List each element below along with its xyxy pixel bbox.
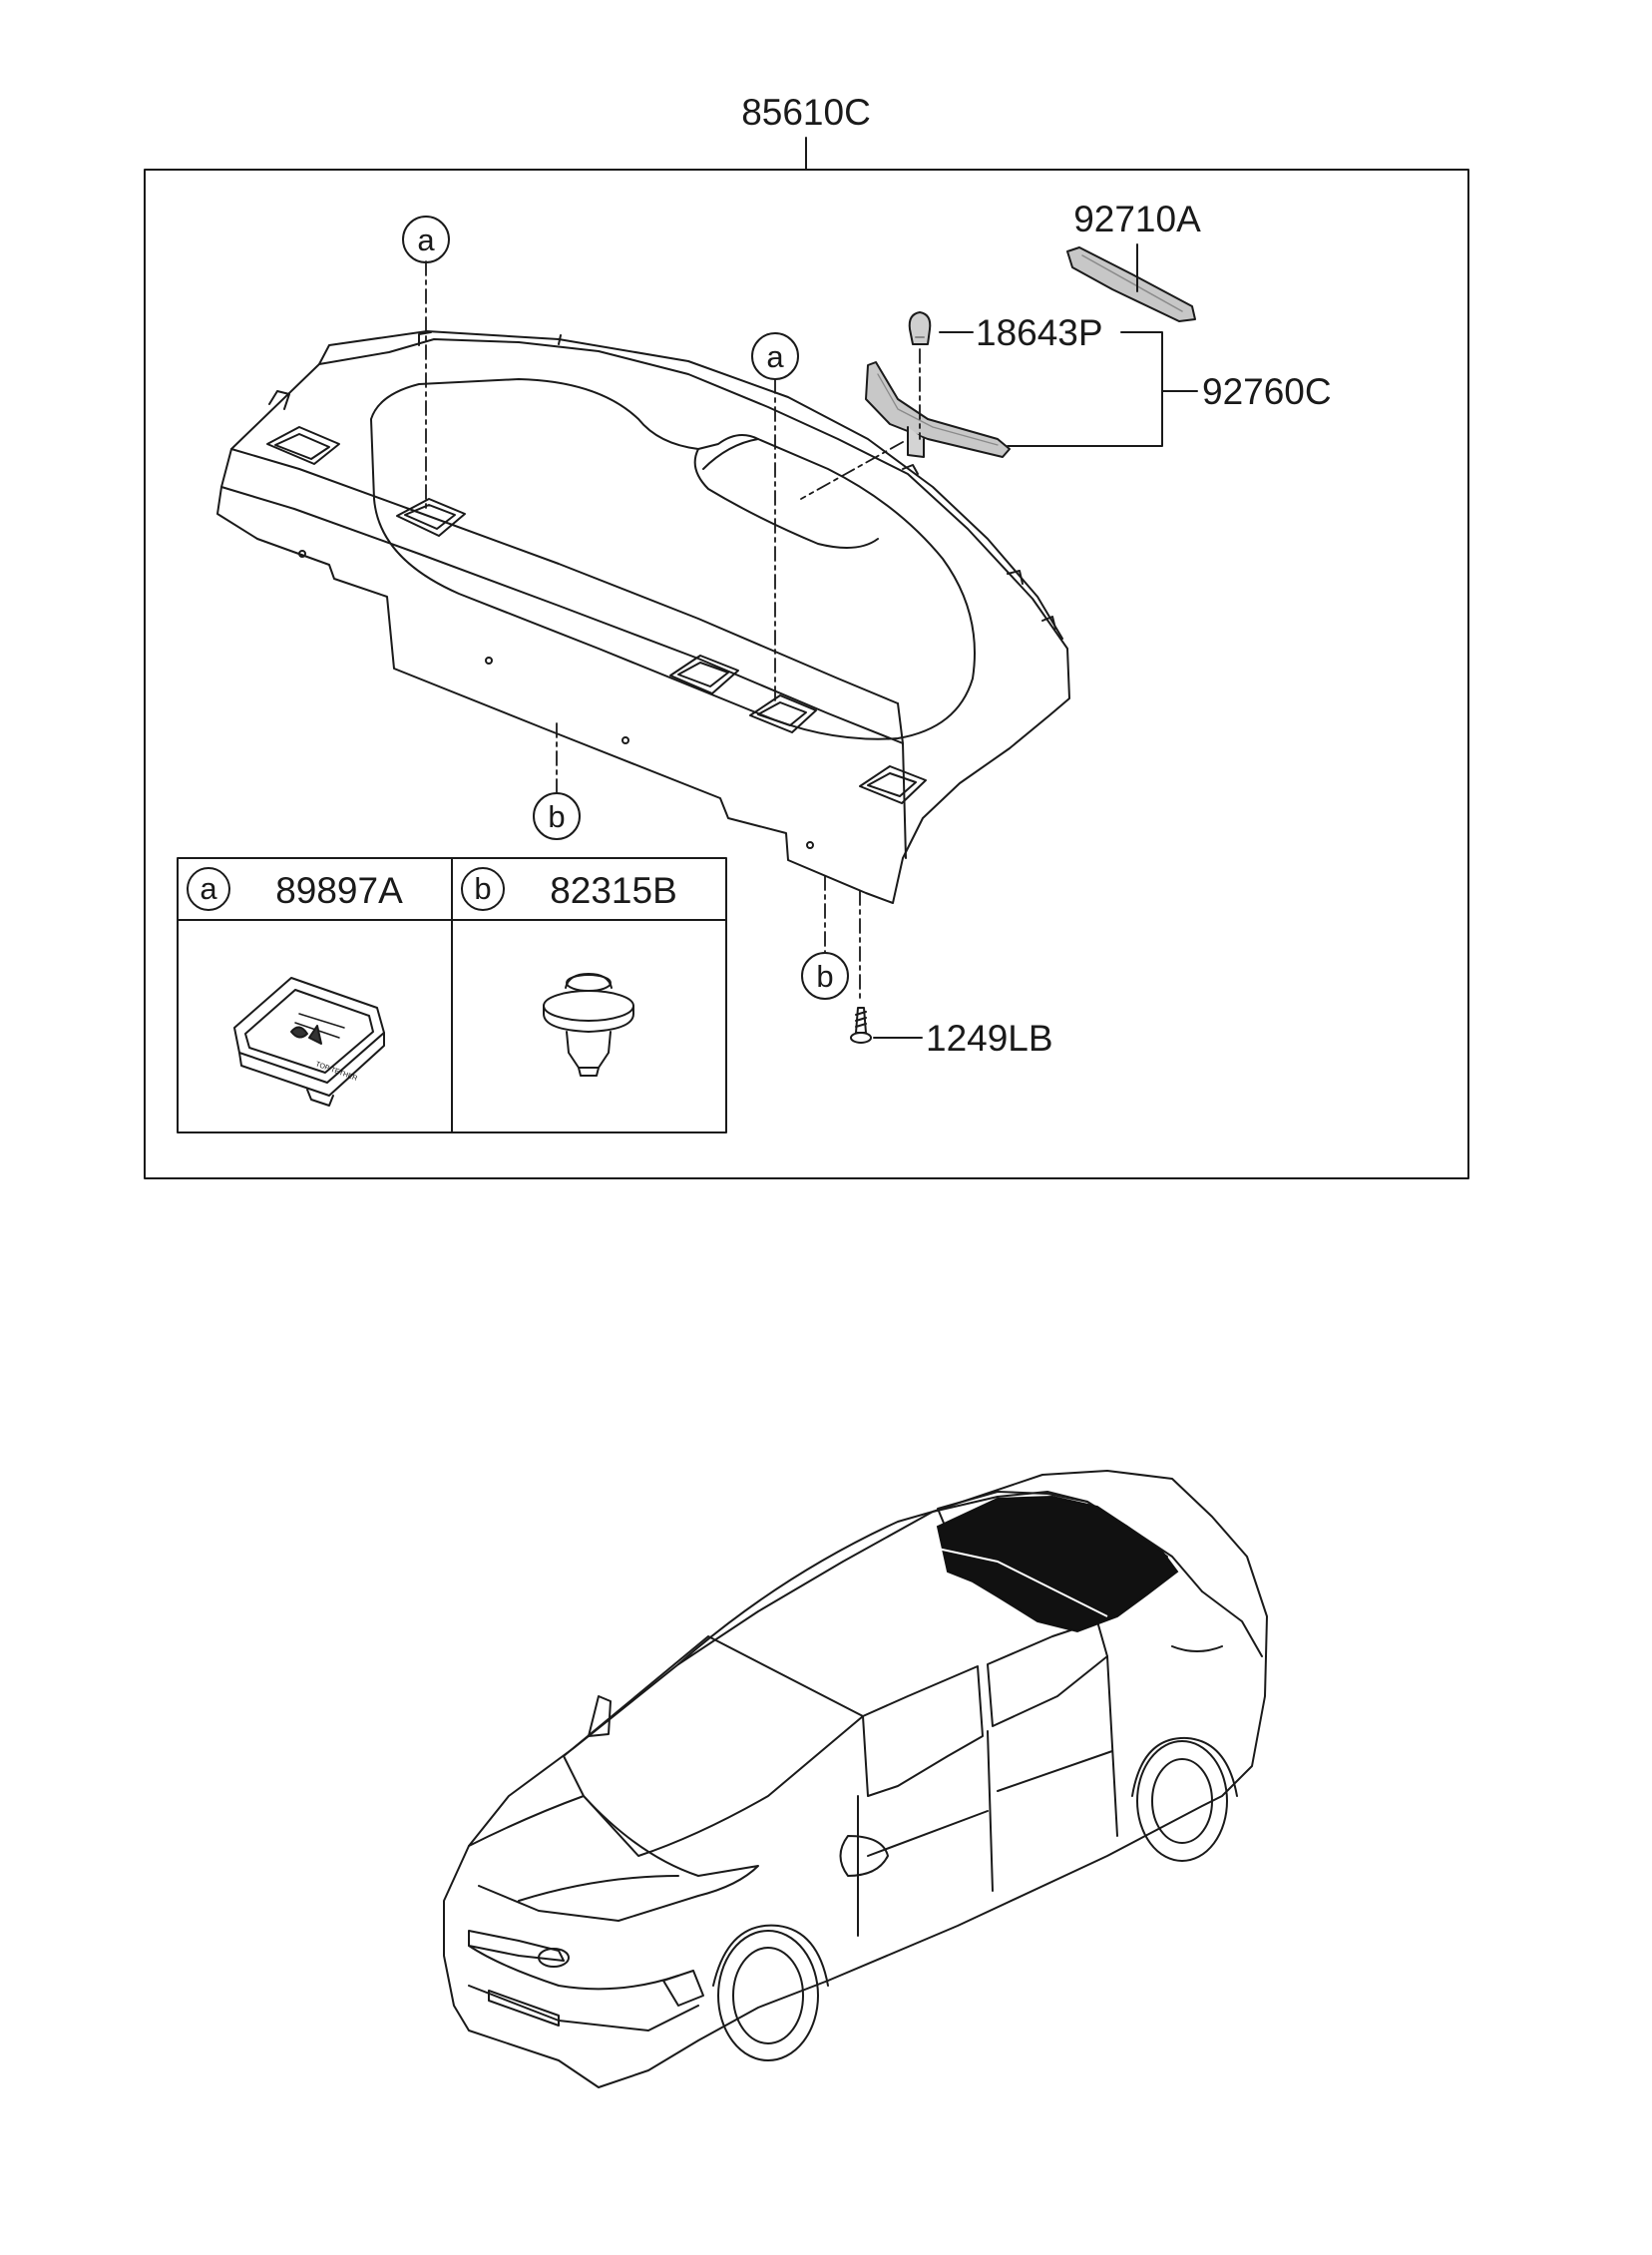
legend-a-part: 89897A [275, 870, 403, 911]
callout-a2-letter: a [766, 339, 784, 374]
lamp-dash-line [800, 441, 904, 500]
callout-b2-letter: b [816, 959, 833, 994]
callout-a1-letter: a [417, 223, 435, 257]
legend-table [177, 857, 727, 1133]
bulb-part-label: 18643P [976, 312, 1103, 353]
legend-b-letter: b [474, 871, 491, 906]
package-tray [216, 330, 1070, 904]
legend-a-letter: a [200, 871, 217, 906]
trim-92710a [1066, 246, 1196, 322]
assembly-frame [144, 169, 1469, 1179]
assembly-part-label: 85610C [741, 92, 871, 133]
callout-a2-circle [751, 332, 799, 380]
vehicle-tray-edge [937, 1548, 1108, 1617]
callout-b1-letter: b [548, 799, 565, 834]
screw-1249lb [850, 1007, 872, 1044]
lamp-part-label: 92760C [1202, 371, 1332, 412]
lamp-bracket [1007, 331, 1163, 447]
callout-a1-circle [402, 216, 450, 263]
clip-82315b [543, 973, 634, 1077]
legend-b-part: 82315B [550, 870, 677, 911]
legend-b-circle [461, 867, 505, 911]
screw-part-label: 1249LB [926, 1018, 1053, 1059]
vehicle-locator-illustration [443, 1470, 1268, 2088]
callout-b2-circle [801, 952, 849, 1000]
legend-a-circle [187, 867, 230, 911]
lamp-92760c [865, 361, 1011, 458]
bulb-18643p [908, 311, 932, 345]
vehicle-tray-highlight [936, 1495, 1179, 1633]
callout-b1-circle [533, 792, 581, 840]
tether-cover-89897a [233, 977, 385, 1107]
trim-part-label: 92710A [1073, 199, 1201, 239]
